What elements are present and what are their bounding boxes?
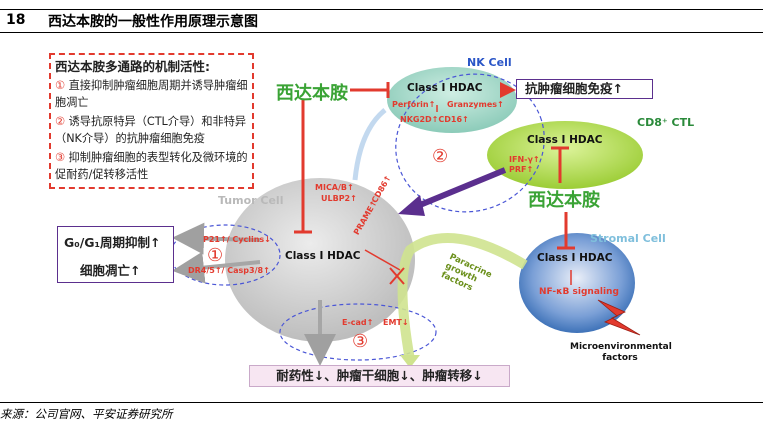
arrow-tumor-to-apop — [172, 251, 261, 284]
cd8-ifn: IFN-γ↑ — [509, 155, 540, 164]
mechanism-num-1: ① — [55, 79, 66, 92]
micro-env-label: Microenvironmental factors — [570, 342, 672, 363]
g-cycle-box: G₀/G₁周期抑制↑ 细胞凋亡↑ — [57, 226, 174, 283]
tumor-ulbp: ULBP2↑ — [321, 194, 357, 203]
region-3-dashed — [279, 303, 437, 361]
mechanism-title: 西达本胺多通路的机制活性: — [55, 59, 210, 74]
red-x-2 — [389, 267, 405, 285]
tumor-hdac: Class I HDAC — [285, 250, 361, 262]
nk-cell-shape — [387, 67, 517, 133]
immune-result-box: 抗肿瘤细胞免疫↑ — [516, 79, 653, 99]
nk-cell-label: NK Cell — [467, 56, 512, 69]
paracrine-arrowhead — [400, 355, 420, 368]
apoptosis-line: 细胞凋亡↑ — [80, 263, 141, 278]
bottom-result-box: 耐药性↓、肿瘤干细胞↓、肿瘤转移↓ — [249, 365, 510, 387]
cd8-hdac: Class I HDAC — [527, 134, 603, 146]
marker-2: ② — [432, 146, 449, 167]
cd8-to-tumor-arrowhead — [398, 195, 425, 216]
marker-3: ③ — [352, 331, 369, 352]
tumor-ecad: E-cad↑ — [342, 318, 374, 327]
tumor-hdac-to-stromal — [364, 249, 401, 271]
mechanism-box — [49, 53, 254, 189]
nk-perforin: Perforin↑ — [392, 100, 436, 109]
mechanism-item-1: ① 直接抑制肿瘤细胞周期并诱导肿瘤细胞凋亡 — [55, 78, 251, 111]
tumor-cell-label: Tumor Cell — [218, 194, 284, 207]
stromal-nfkb: NF-κB signaling — [539, 287, 619, 297]
tumor-to-nk-arrow — [352, 108, 387, 181]
g-cycle-line: G₀/G₁周期抑制↑ — [64, 235, 161, 250]
stromal-cell-label: Stromal Cell — [590, 232, 666, 245]
tumor-mic: MICA/B↑ — [315, 183, 354, 192]
tumor-emt: EMT↓ — [383, 318, 409, 327]
drug-label-top: 西达本胺 — [276, 83, 348, 104]
figure-title: 西达本胺的一般性作用原理示意图 — [48, 14, 258, 30]
mechanism-text-3: 抑制肿瘤细胞的表型转化及微环境的促耐药/促转移活性 — [55, 151, 248, 181]
cd8-cell-label: CD8⁺ CTL — [637, 116, 695, 129]
mechanism-num-2: ② — [55, 115, 66, 128]
cd8-marker: PRF↑ — [509, 165, 534, 174]
tumor-p21: P21↑/ Cyclins↓ — [203, 235, 271, 244]
cd8-cell-shape — [487, 121, 643, 189]
drug-label-right: 西达本胺 — [528, 190, 600, 211]
source-note: 来源：公司官网、平安证券研究所 — [0, 407, 173, 421]
nk-receptors: NKG2D↑CD16↑ — [400, 115, 469, 124]
arrow-tumor-to-g0 — [172, 222, 261, 255]
nk-hdac: Class I HDAC — [407, 82, 483, 94]
stromal-hdac: Class I HDAC — [537, 252, 613, 264]
lightning-icon — [597, 299, 641, 336]
footer-rule — [0, 402, 763, 403]
region-2-dashed — [395, 73, 545, 213]
mechanism-text-2: 诱导抗原特异（CTL介导）和非特异（NK介导）的抗肿瘤细胞免疫 — [55, 115, 247, 145]
mechanism-item-3: ③ 抑制肿瘤细胞的表型转化及微环境的促耐药/促转移活性 — [55, 150, 251, 183]
paracrine-arrow — [397, 233, 528, 361]
nk-granzymes: Granzymes↑ — [447, 100, 504, 109]
stromal-cell-shape — [519, 233, 635, 333]
mechanism-text-1: 直接抑制肿瘤细胞周期并诱导肿瘤细胞凋亡 — [55, 79, 248, 109]
header-rule-bottom — [0, 32, 763, 33]
mechanism-item-2: ② 诱导抗原特异（CTL介导）和非特异（NK介导）的抗肿瘤细胞免疫 — [55, 114, 251, 147]
tumor-cell-shape — [225, 178, 415, 342]
tumor-dr4: DR4/5↑/ Casp3/8↑ — [188, 266, 270, 275]
mechanism-num-3: ③ — [55, 151, 66, 164]
header-rule-top — [0, 9, 763, 10]
figure-number: 18 — [6, 12, 26, 28]
cd8-to-tumor-arrow — [418, 167, 507, 208]
marker-1: ① — [207, 245, 224, 266]
